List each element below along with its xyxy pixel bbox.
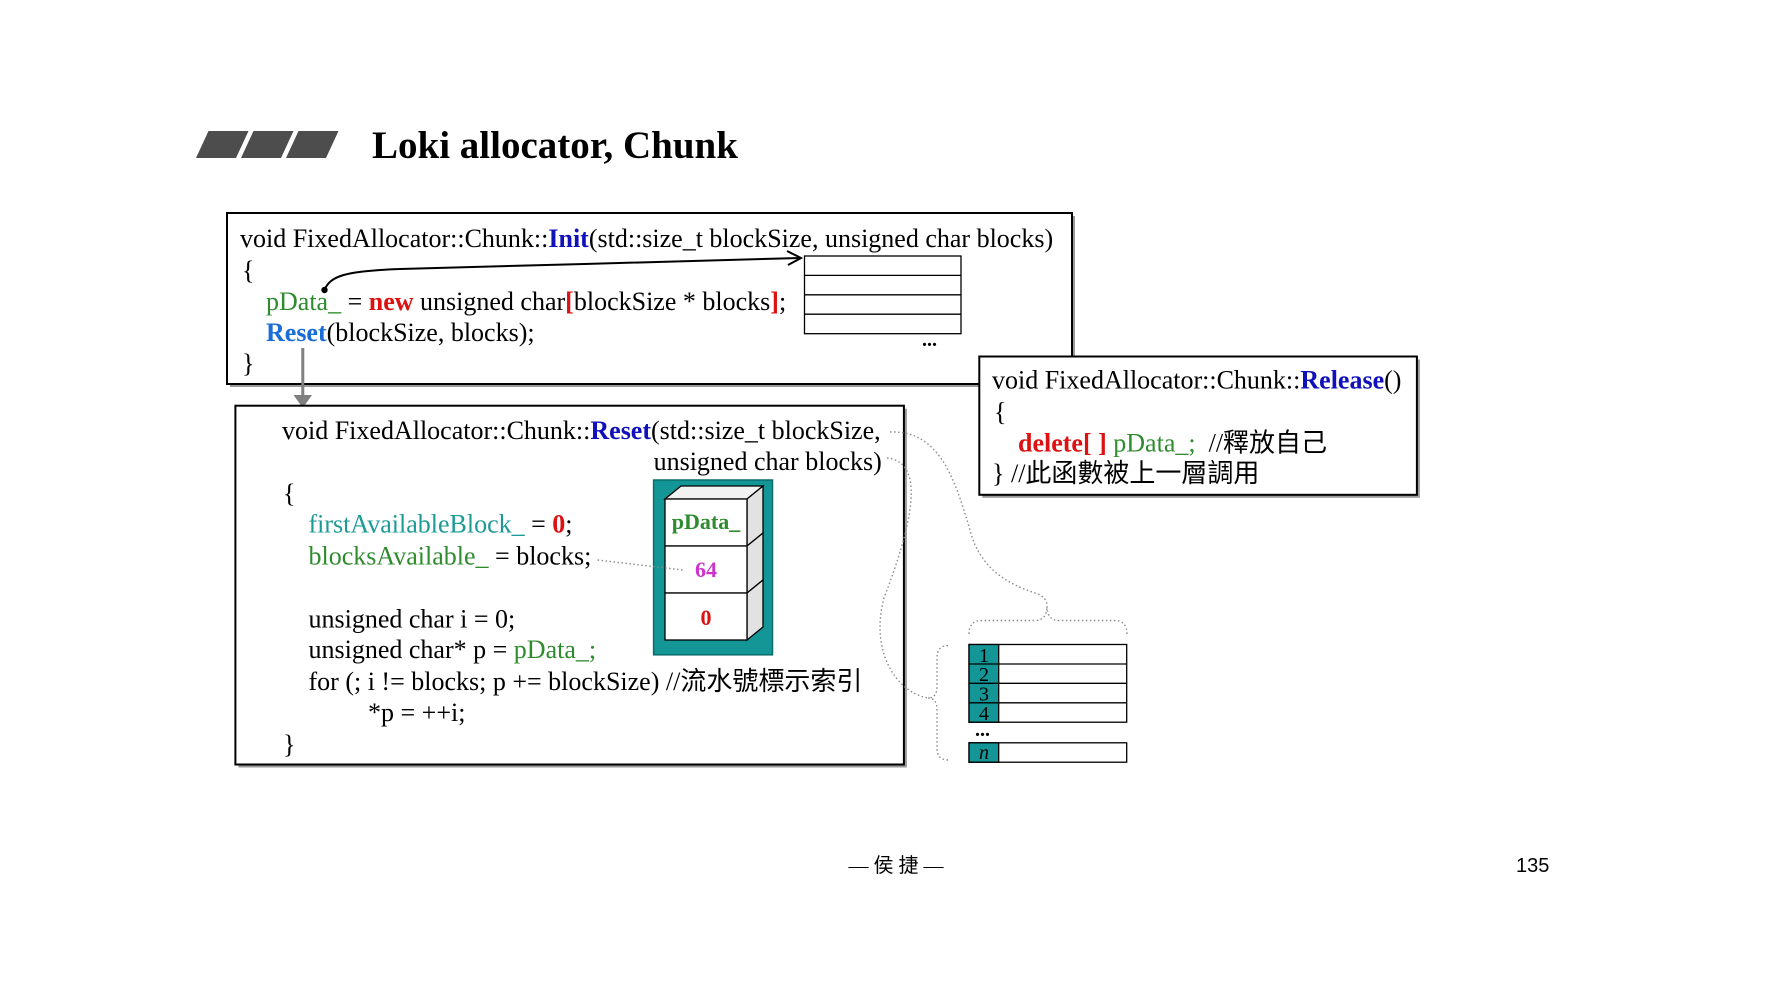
release-box-frame: [978, 355, 1418, 496]
blocks-count-connector: [879, 457, 929, 699]
reset-i-decl-line: unsigned char i = 0;: [309, 604, 516, 633]
init-assign-op: =: [341, 287, 369, 316]
reset-blocks-available-line: blocksAvailable_ = blocks;: [309, 542, 592, 571]
block-index-label: 2: [979, 664, 989, 686]
reset-signature-params: (std::size_t blockSize,: [651, 416, 881, 445]
blocks-diagram: 1 2 3 4 ... n: [927, 605, 1128, 764]
block-index-label: 4: [979, 703, 989, 725]
init-signature-params: (std::size_t blockSize, unsigned char bl…: [589, 224, 1053, 253]
p-decl-pdata: pData_;: [514, 635, 596, 664]
release-signature: void FixedAllocator::Chunk::Release(): [992, 366, 1401, 395]
cube-front-face: [664, 498, 748, 547]
reset-first-available-line: firstAvailableBlock_ = 0;: [309, 510, 573, 539]
release-signature-prefix: void FixedAllocator::Chunk::: [992, 366, 1300, 395]
reset-open-brace: {: [283, 479, 295, 508]
block-last-index-label: n: [979, 742, 989, 764]
member-cube-pdata: pData_: [663, 484, 765, 548]
reset-box-frame: [234, 404, 905, 766]
first-available-block-var: firstAvailableBlock_: [309, 510, 526, 539]
member-cube-first-available: 0: [664, 578, 764, 642]
reset-signature: void FixedAllocator::Chunk::Reset(std::s…: [282, 416, 881, 445]
init-reset-fn: Reset: [266, 318, 327, 347]
init-function-name: Init: [548, 224, 589, 253]
reset-signature-prefix: void FixedAllocator::Chunk::: [282, 416, 590, 445]
author-footer: — 侯 捷 —: [848, 854, 945, 877]
init-alloc-line: pData_ = new unsigned char[blockSize * b…: [266, 287, 786, 316]
memory-ellipsis: ...: [922, 329, 937, 351]
reset-p-decl-line: unsigned char* p = pData_;: [309, 635, 597, 664]
delete-keyword: delete[ ]: [1018, 428, 1107, 457]
init-signature-prefix: void FixedAllocator::Chunk::: [240, 224, 548, 253]
first-available-assign: =: [525, 510, 553, 539]
title-bar: [196, 131, 249, 158]
init-size-expr: blockSize * blocks: [574, 287, 770, 316]
reset-call-arrow: [293, 348, 312, 408]
cube-top-face: [663, 485, 765, 500]
reset-function-name: Reset: [590, 416, 651, 445]
block-index-label: 1: [979, 645, 989, 667]
init-right-bracket: ]: [770, 287, 779, 316]
member-blocks-available-value: 64: [695, 557, 717, 582]
member-first-available-value: 0: [701, 605, 712, 630]
member-pdata-label: pData_: [672, 509, 741, 534]
release-open-brace: {: [994, 398, 1006, 427]
release-signature-params: (): [1384, 366, 1401, 395]
init-reset-call: Reset(blockSize, blocks);: [266, 318, 535, 347]
delete-pdata: pData_;: [1107, 428, 1196, 457]
reset-for-line: for (; i != blocks; p += blockSize) //流水…: [309, 667, 863, 696]
init-open-brace: {: [242, 256, 254, 285]
title-bars: [196, 131, 339, 158]
pdata-pointer-arrow: [321, 250, 804, 294]
cube-front-face: [664, 592, 748, 641]
init-reset-args: (blockSize, blocks);: [327, 318, 535, 347]
init-left-bracket: [: [565, 287, 574, 316]
blocks-available-rest: = blocks;: [489, 542, 592, 571]
init-pdata-var: pData_: [266, 287, 342, 316]
slide-title: Loki allocator, Chunk: [372, 124, 738, 167]
init-signature: void FixedAllocator::Chunk::Init(std::si…: [240, 224, 1053, 253]
chunk-members-diagram: pData_ 64 0: [652, 479, 774, 656]
init-alloc-type: unsigned char: [414, 287, 566, 316]
reset-arrowhead: [293, 395, 312, 408]
release-delete-line: delete[ ] pData_; //釋放自己: [1018, 428, 1327, 457]
blocks-top-brace: [968, 605, 1128, 635]
reset-close-brace: }: [283, 730, 295, 759]
allocated-memory-table: ...: [803, 255, 962, 351]
member-cube-blocks-available: 64: [664, 531, 764, 595]
for-loop-code: for (; i != blocks; p += blockSize): [309, 667, 666, 696]
blocksize-connector: [889, 431, 1048, 607]
title-bar: [241, 131, 294, 158]
for-loop-comment: //流水號標示索引: [666, 667, 862, 696]
page-number: 135: [1516, 855, 1549, 877]
title-bar: [286, 131, 339, 158]
pointer-arrowhead: [786, 250, 804, 266]
reset-signature-params-cont: unsigned char blocks): [654, 447, 882, 476]
blocks-last-index-cell: [968, 742, 1000, 763]
first-available-end: ;: [565, 510, 572, 539]
blocks-ellipsis: ...: [975, 719, 990, 741]
p-decl: unsigned char* p =: [309, 635, 514, 664]
first-available-value: 0: [552, 510, 565, 539]
init-new-keyword: new: [369, 287, 414, 316]
cube-front-face: [664, 545, 748, 594]
block-index-label: 3: [979, 684, 989, 706]
init-code-box: void FixedAllocator::Chunk::Init(std::si…: [226, 212, 1075, 387]
delete-comment: //釋放自己: [1196, 428, 1327, 457]
release-function-name: Release: [1300, 366, 1384, 395]
blocks-available-var: blocksAvailable_: [309, 542, 490, 571]
init-alloc-end: ;: [779, 287, 786, 316]
reset-loop-body: *p = ++i;: [368, 698, 465, 727]
init-close-brace: }: [242, 349, 254, 378]
reset-code-box: void FixedAllocator::Chunk::Reset(std::s…: [234, 404, 907, 768]
release-close-line: } //此函數被上一層調用: [992, 459, 1259, 488]
release-code-box: void FixedAllocator::Chunk::Release() { …: [978, 355, 1420, 498]
blocks-left-brace: [927, 644, 949, 761]
pointer-curve: [323, 257, 801, 291]
